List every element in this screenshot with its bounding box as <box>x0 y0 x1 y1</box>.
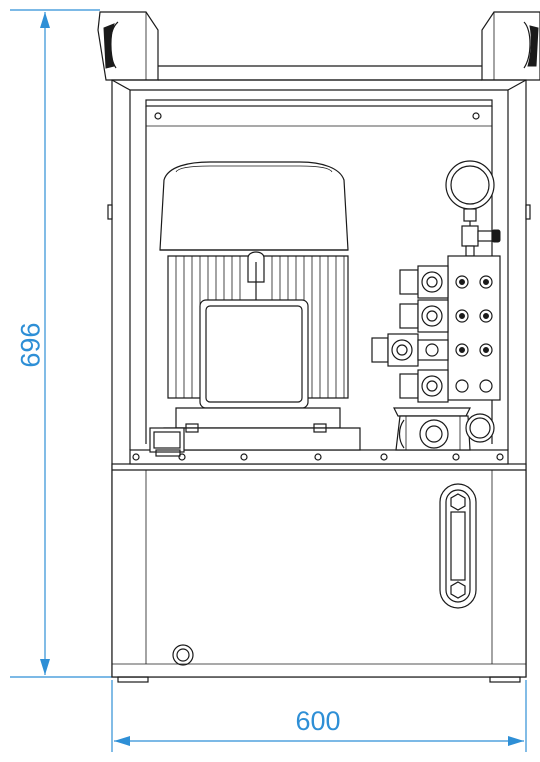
cover-bolts <box>132 453 504 461</box>
arrow-left-icon <box>114 736 130 746</box>
bolt-icon <box>472 112 480 120</box>
oil-level-gauge <box>439 483 477 609</box>
oil-tank <box>111 449 527 683</box>
terminal-box <box>199 299 309 409</box>
arrow-up-icon <box>40 12 50 28</box>
electric-motor <box>159 161 361 451</box>
drain-plug-icon <box>172 644 194 666</box>
valve-block <box>447 255 501 401</box>
bolt-icon <box>154 112 162 120</box>
pump <box>393 407 495 451</box>
height-dimension-label: 969 <box>15 322 45 367</box>
cable-connector <box>149 427 185 457</box>
width-dimension: 600 <box>111 680 527 752</box>
width-dimension-label: 600 <box>295 706 340 736</box>
valve-fitting-3 <box>371 333 449 367</box>
valve-ports <box>455 275 493 393</box>
valve-fitting-2 <box>399 299 449 333</box>
arrow-right-icon <box>508 736 524 746</box>
arrow-down-icon <box>40 659 50 675</box>
pressure-gauge <box>445 160 501 257</box>
valve-fitting-1 <box>399 265 449 299</box>
lifting-handle-left <box>97 11 159 81</box>
gauge-icon <box>445 160 495 210</box>
valve-fitting-4 <box>399 369 449 403</box>
lifting-handle-right <box>481 11 540 81</box>
height-dimension: 969 <box>10 9 112 678</box>
